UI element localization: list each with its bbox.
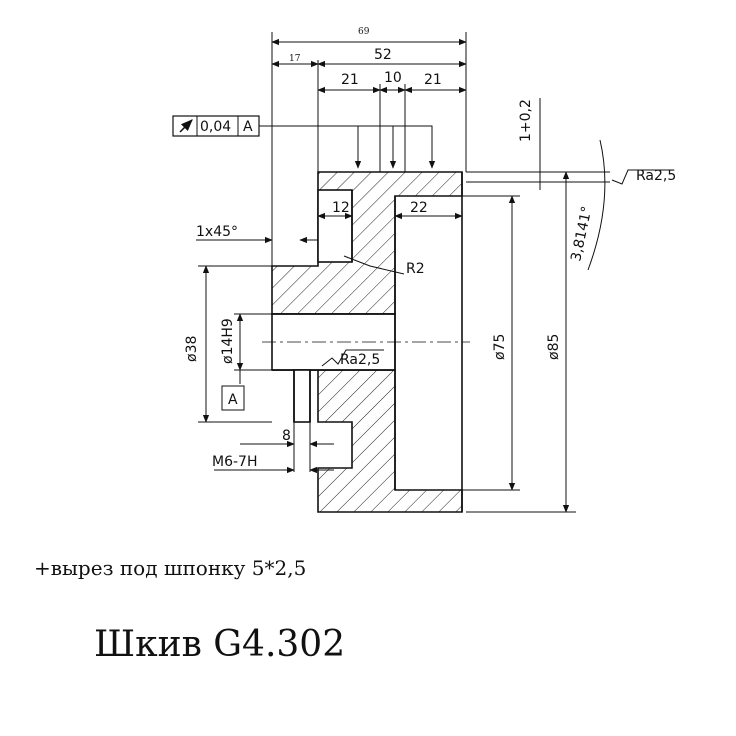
tolerance-value: 0,04 xyxy=(200,119,231,135)
thread-dimensions xyxy=(214,422,334,474)
dim-d85: ø85 xyxy=(546,334,562,360)
dim-d38: ø38 xyxy=(184,336,200,362)
dim-10: 10 xyxy=(384,70,402,86)
dim-bore: ø14H9 xyxy=(220,318,236,364)
drawing-title: Шкив G4.302 xyxy=(94,624,346,665)
hub-section xyxy=(271,171,463,315)
datum-a: A xyxy=(228,392,238,408)
bore-roughness-leader xyxy=(321,349,384,367)
tolerance-datum: A xyxy=(243,119,253,135)
dim-d75: ø75 xyxy=(492,334,508,360)
dim-17: 17 xyxy=(289,54,301,64)
tolerance-frame: 0,04 A xyxy=(172,115,436,169)
dim-21-right: 21 xyxy=(424,72,442,88)
chamfer: 1x45° xyxy=(196,224,238,240)
dim-69: 69 xyxy=(358,27,370,37)
fillet-r2: R2 xyxy=(406,261,425,277)
dim-8: 8 xyxy=(282,428,291,444)
runout-arrow-icon xyxy=(179,119,193,133)
dim-22: 22 xyxy=(410,200,428,216)
chamfer-fillet-leaders xyxy=(196,236,405,275)
thread-spec: M6-7H xyxy=(212,454,257,470)
dim-tolerance: 1+0,2 xyxy=(518,99,534,142)
right-annotations xyxy=(466,98,672,271)
roughness-bore: Ra2,5 xyxy=(340,352,380,368)
left-dimensions xyxy=(198,265,272,423)
dim-52: 52 xyxy=(374,47,392,63)
left-groove xyxy=(317,189,353,263)
dim-21-left: 21 xyxy=(341,72,359,88)
diameter-dimensions xyxy=(462,171,576,513)
dim-12: 12 xyxy=(332,200,350,216)
keyway-note: +вырез под шпонку 5*2,5 xyxy=(34,556,307,580)
top-dimensions xyxy=(271,32,467,266)
roughness-outer: Ra2,5 xyxy=(636,168,676,184)
thread-hole xyxy=(293,369,311,423)
dim-angle: 3,8141° xyxy=(568,205,595,263)
